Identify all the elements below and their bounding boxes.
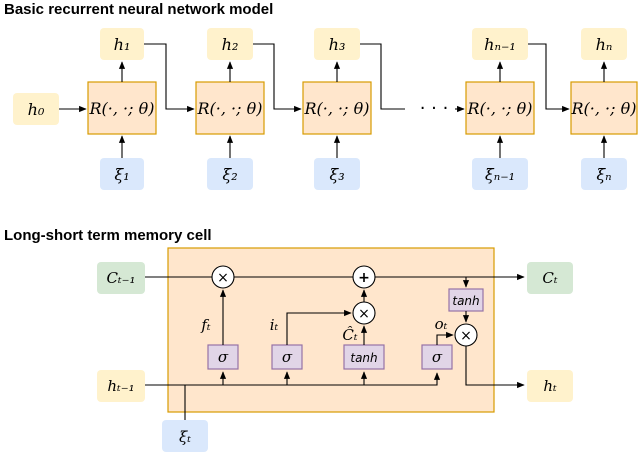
cell-tanh-label: tanh [452, 294, 479, 308]
f-gate-label: fₜ [200, 316, 211, 334]
output-hn-minus-1 [472, 28, 528, 60]
edge-h3-ellipsis [360, 43, 405, 110]
rnn-cell-3: R(·, ·; θ) [302, 81, 372, 135]
rnn-cell-1: R(·, ·; θ) [87, 81, 157, 135]
output-multiply-symbol: × [460, 328, 472, 344]
xi-t-node [162, 420, 208, 452]
output-gate-sigma-label: σ [432, 348, 443, 366]
cell-2-label: R(·, ·; θ) [197, 99, 263, 118]
edge-h1-cell2 [144, 43, 195, 113]
input-gate-sigma [271, 344, 303, 370]
h0-node [13, 93, 59, 125]
input-xi3 [314, 158, 360, 190]
candidate-tanh-label: tanh [350, 351, 377, 365]
output-h1 [100, 28, 144, 60]
input-xi1 [100, 158, 144, 190]
forget-gate-sigma-label: σ [218, 348, 229, 366]
input-gate-sigma-label: σ [282, 348, 293, 366]
c-hat-label: Ĉₜ [342, 326, 357, 344]
input-xi1-label: ξ₁ [114, 165, 129, 184]
input-xi2-label: ξ₂ [222, 165, 237, 184]
add-node [352, 265, 376, 289]
i-gate-label: iₜ [270, 316, 279, 334]
o-gate-label: oₜ [435, 315, 448, 333]
forget-multiply-symbol: × [217, 270, 229, 286]
cell-n-minus-1-label: R(·, ·; θ) [467, 99, 533, 118]
input-xi3-label: ξ₃ [329, 165, 344, 184]
rnn-cell-2: R(·, ·; θ) [195, 81, 265, 135]
output-h3 [314, 28, 360, 60]
input-xi-n-minus-1-label: ξₙ₋₁ [485, 165, 515, 184]
rnn-title: Basic recurrent neural network model [4, 1, 273, 18]
output-h3-label: h₃ [329, 35, 346, 54]
input-xi-n-minus-1 [472, 158, 528, 190]
cell-3-label: R(·, ·; θ) [304, 99, 370, 118]
output-hn [581, 28, 627, 60]
edge-hn1-celln [528, 43, 570, 113]
cell-n-label: R(·, ·; θ) [571, 99, 637, 118]
output-h1-label: h₁ [114, 35, 131, 54]
edge-hprev-bus [145, 372, 441, 386]
edge-omult-hnext [465, 346, 525, 389]
lstm-title: Long-short term memory cell [4, 227, 212, 244]
edge-h2-cell3 [253, 43, 302, 113]
c-prev-node [97, 262, 145, 294]
h0-label: h₀ [28, 100, 45, 119]
c-next-label: Cₜ [542, 269, 557, 287]
c-prev-label: Cₜ₋₁ [106, 269, 135, 287]
cell-1-label: R(·, ·; θ) [89, 99, 155, 118]
add-symbol: + [358, 270, 370, 286]
forget-multiply-node [211, 265, 235, 289]
h-next-label: hₜ [543, 377, 557, 395]
h-prev-node [97, 370, 145, 402]
output-hn-minus-1-label: hₙ₋₁ [484, 35, 516, 54]
input-multiply-symbol: × [358, 306, 370, 322]
ellipsis: · · · [420, 98, 449, 119]
output-h2-label: h₂ [222, 35, 239, 54]
input-xi2 [207, 158, 253, 190]
xi-t-label: ξₜ [179, 428, 191, 446]
rnn-cell-n-minus-1: R(·, ·; θ) [465, 81, 535, 135]
rnn-cell-n: R(·, ·; θ) [570, 81, 638, 135]
h-prev-label: hₜ₋₁ [107, 377, 134, 395]
edge-input-imult [286, 309, 352, 345]
input-xi-n-label: ξₙ [596, 165, 611, 184]
output-hn-label: hₙ [596, 35, 613, 54]
output-h2 [207, 28, 253, 60]
c-next-node [527, 262, 573, 294]
input-xi-n [581, 158, 627, 190]
edge-output-omult [436, 331, 454, 345]
h-next-node [527, 370, 573, 402]
